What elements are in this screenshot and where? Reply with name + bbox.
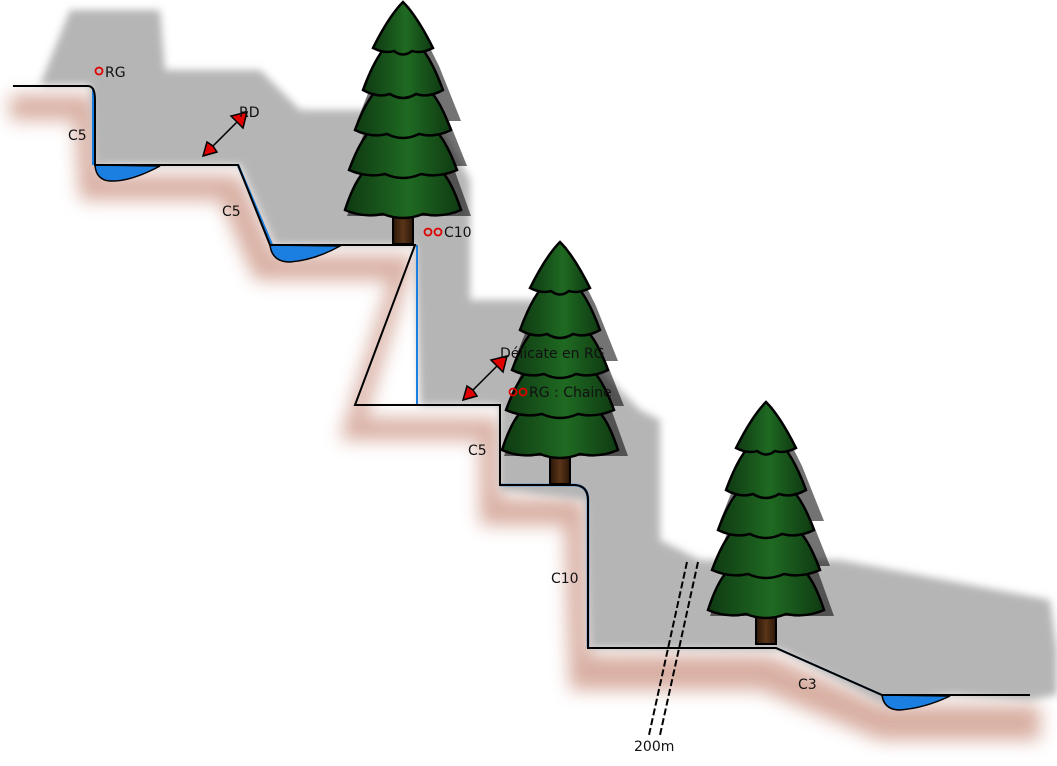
pine-tree-icon bbox=[706, 400, 836, 646]
label-distance: 200m bbox=[634, 739, 674, 755]
water-pool-3 bbox=[881, 694, 951, 711]
terrain-profile bbox=[13, 85, 1030, 696]
water-pool-2 bbox=[269, 244, 343, 263]
label-delicate: Délicate en RG bbox=[500, 346, 605, 362]
anchor-ring-icon bbox=[518, 387, 528, 397]
pine-tree-icon bbox=[343, 0, 473, 246]
label-c5-first: C5 bbox=[68, 128, 87, 144]
pine-tree-icon bbox=[500, 240, 630, 486]
label-c5-second: C5 bbox=[222, 204, 241, 220]
label-rg-chaine: RG : Chaine bbox=[529, 385, 612, 401]
terrain-glow bbox=[10, 95, 1040, 740]
anchor-ring-icon bbox=[508, 387, 518, 397]
label-rd: RD bbox=[239, 105, 260, 121]
anchor-ring-icon bbox=[423, 227, 433, 237]
anchor-ring-icon bbox=[94, 66, 104, 76]
anchor-ring-icon bbox=[433, 227, 443, 237]
label-c10-anchor: C10 bbox=[444, 225, 472, 241]
label-c10-lower: C10 bbox=[551, 571, 579, 587]
label-c3: C3 bbox=[798, 677, 817, 693]
label-c5-third: C5 bbox=[468, 443, 487, 459]
water-pool-1 bbox=[94, 164, 161, 182]
label-rg-top: RG bbox=[105, 65, 126, 81]
